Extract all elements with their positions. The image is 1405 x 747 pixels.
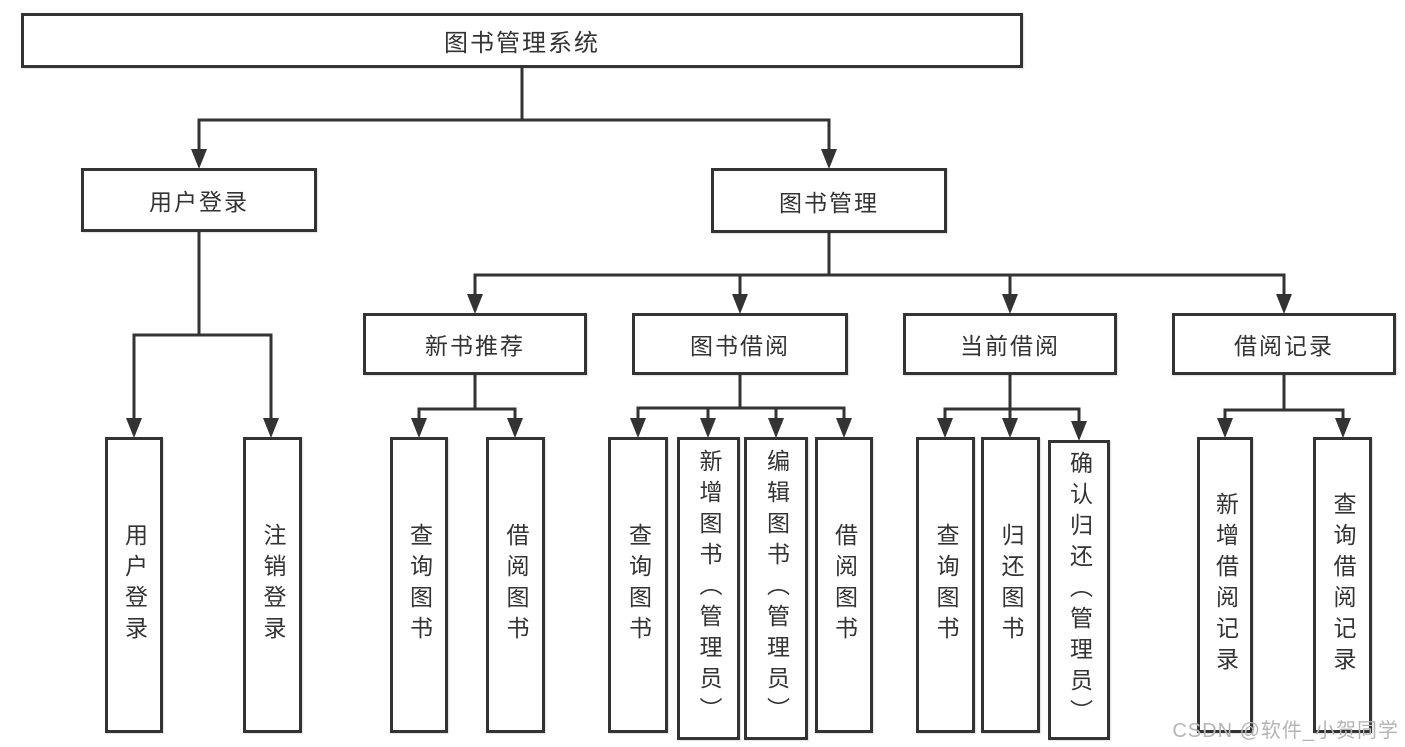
leaf-newrec-borrow-books-label: 借阅图书 — [503, 523, 529, 647]
node-book-borrow: 图书借阅 — [632, 313, 848, 375]
node-book-borrow-label: 图书借阅 — [690, 333, 790, 359]
leaf-newrec-query-books-label: 查询图书 — [406, 523, 433, 647]
leaf-newrec-query-books: 查询图书 — [390, 437, 448, 733]
leaf-borrow-edit-books-admin: 编辑图书（管理员） — [744, 437, 808, 740]
node-borrow-records: 借阅记录 — [1172, 313, 1396, 375]
leaf-logout-login: 注销登录 — [243, 437, 302, 733]
leaf-borrow-add-books-admin: 新增图书（管理员） — [677, 437, 740, 740]
leaf-records-add-record-label: 新增借阅记录 — [1212, 492, 1239, 678]
leaf-borrow-borrow-books: 借阅图书 — [815, 437, 873, 733]
node-root-label: 图书管理系统 — [444, 30, 600, 57]
node-new-book-recommend-label: 新书推荐 — [425, 333, 525, 359]
leaf-records-query-record: 查询借阅记录 — [1313, 437, 1372, 733]
leaf-user-login-label: 用户登录 — [121, 523, 148, 647]
leaf-current-return-books: 归还图书 — [981, 437, 1040, 733]
arrowhead-icons — [126, 149, 1351, 441]
watermark: CSDN @软件_小贺同学 — [1172, 720, 1399, 742]
node-current-borrow-label: 当前借阅 — [960, 333, 1060, 359]
node-user-login-label: 用户登录 — [149, 189, 249, 215]
leaf-borrow-add-books-admin-label: 新增图书（管理员） — [696, 449, 722, 728]
node-new-book-recommend: 新书推荐 — [363, 313, 587, 375]
leaf-logout-login-label: 注销登录 — [260, 523, 286, 647]
leaf-newrec-borrow-books: 借阅图书 — [486, 437, 545, 733]
leaf-borrow-edit-books-admin-label: 编辑图书（管理员） — [763, 449, 790, 728]
node-book-management-label: 图书管理 — [779, 189, 879, 216]
leaf-records-add-record: 新增借阅记录 — [1197, 437, 1253, 733]
node-borrow-records-label: 借阅记录 — [1234, 333, 1334, 359]
leaf-current-confirm-return-admin-label: 确认归还（管理员） — [1066, 450, 1093, 730]
leaf-current-query-books-label: 查询图书 — [933, 523, 959, 647]
leaf-current-return-books-label: 归还图书 — [998, 523, 1024, 647]
node-user-login: 用户登录 — [81, 168, 317, 232]
node-current-borrow: 当前借阅 — [903, 313, 1117, 375]
node-book-management: 图书管理 — [711, 168, 947, 233]
leaf-current-query-books: 查询图书 — [916, 437, 975, 733]
leaf-borrow-query-books: 查询图书 — [608, 437, 668, 733]
leaf-records-query-record-label: 查询借阅记录 — [1330, 492, 1356, 678]
leaf-borrow-borrow-books-label: 借阅图书 — [831, 523, 858, 647]
node-root-system: 图书管理系统 — [21, 13, 1023, 68]
leaf-current-confirm-return-admin: 确认归还（管理员） — [1048, 440, 1110, 740]
leaf-borrow-query-books-label: 查询图书 — [625, 523, 652, 647]
leaf-user-login: 用户登录 — [105, 437, 163, 733]
